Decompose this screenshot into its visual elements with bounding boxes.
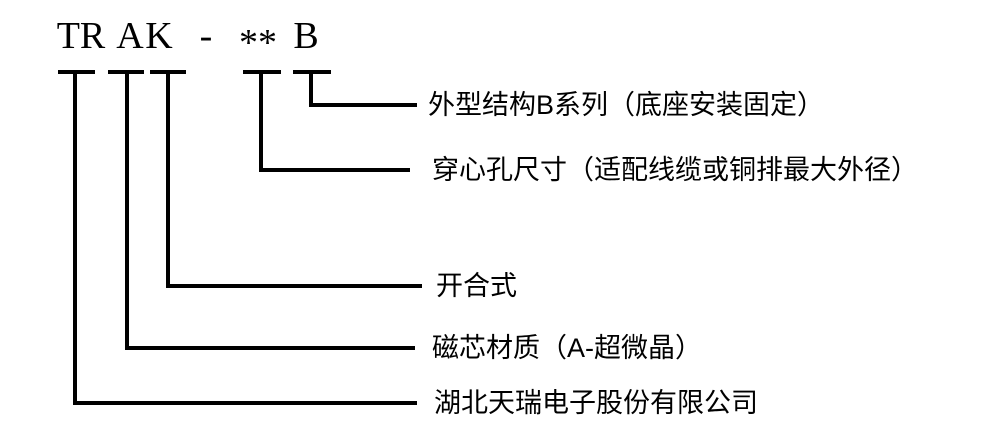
connector-asterisks-vertical	[259, 70, 263, 172]
connector-a-horizontal	[125, 346, 415, 350]
code-part-dash: -	[199, 15, 213, 57]
connector-asterisks-horizontal	[259, 168, 410, 172]
legend-label-tr: 湖北天瑞电子股份有限公司	[434, 388, 758, 418]
code-part-a: A	[116, 15, 144, 57]
legend-label-k: 开合式	[436, 271, 517, 301]
legend-label-asterisks: 穿心孔尺寸（适配线缆或铜排最大外径）	[432, 155, 918, 185]
code-part-b: B	[293, 15, 319, 57]
connector-b-horizontal	[309, 103, 417, 107]
legend-label-a: 磁芯材质（A-超微晶）	[432, 333, 702, 363]
connector-tr-horizontal	[73, 401, 417, 405]
code-part-k: K	[145, 15, 173, 57]
connector-k-horizontal	[166, 284, 422, 288]
connector-tr-vertical	[73, 70, 77, 405]
connector-k-vertical	[166, 70, 170, 288]
code-part-asterisks: **	[239, 22, 277, 64]
connector-b-vertical	[309, 70, 313, 107]
code-part-tr: TR	[56, 15, 106, 57]
legend-label-b: 外型结构B系列（底座安装固定）	[428, 90, 825, 120]
connector-a-vertical	[125, 70, 129, 350]
